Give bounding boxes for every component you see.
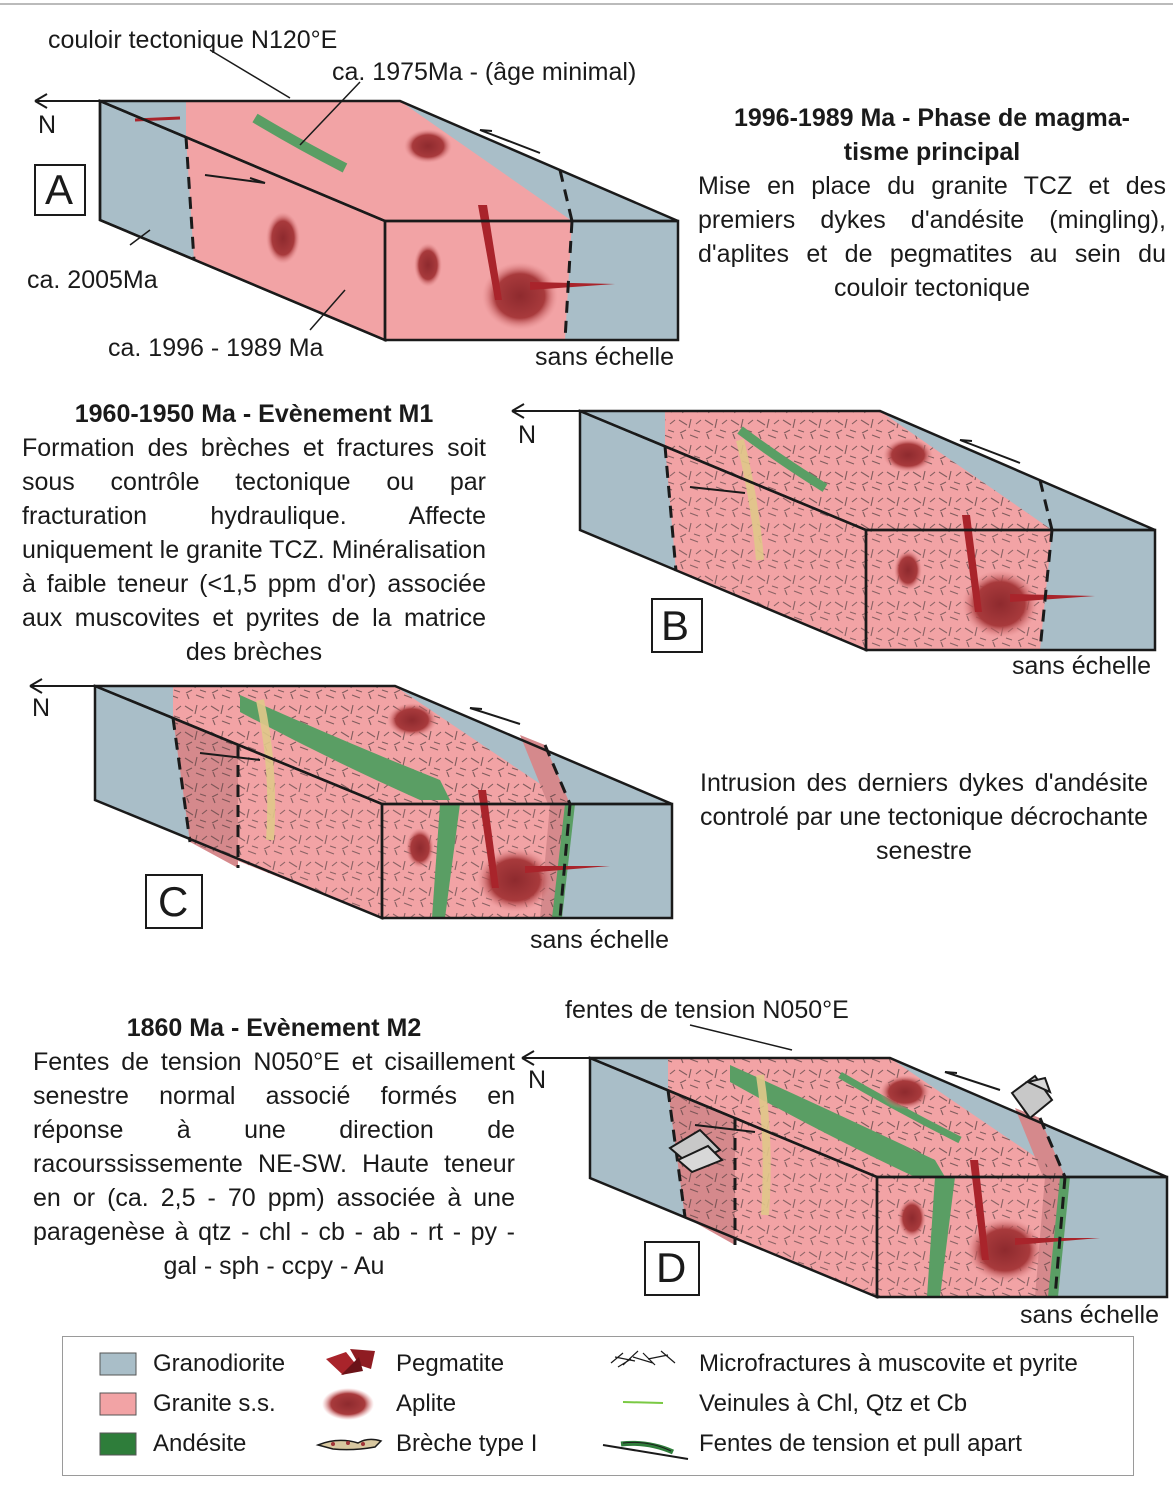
fentes-icon xyxy=(602,1440,689,1460)
microfractures-icon xyxy=(610,1350,676,1368)
north-label-b: N xyxy=(518,421,536,449)
legend-fentes: Fentes de tension et pull apart xyxy=(699,1430,1022,1457)
legend-veinules: Veinules à Chl, Qtz et Cb xyxy=(699,1390,968,1417)
granite-swatch xyxy=(99,1392,137,1416)
phase-d-description: 1860 Ma - Evènement M2 Fentes de tension… xyxy=(33,1011,515,1283)
phase-c-description: Intrusion des derniers dykes d'andésite … xyxy=(700,766,1148,868)
panel-letter-a: A xyxy=(45,166,73,213)
legend-symbols xyxy=(99,1349,689,1460)
north-label-a: N xyxy=(38,111,56,139)
scale-label-c: sans échelle xyxy=(530,926,669,954)
phase-a-description: 1996-1989 Ma - Phase de magma- tisme pri… xyxy=(698,101,1166,305)
legend-breche: Brèche type I xyxy=(396,1430,538,1457)
block-c xyxy=(29,678,674,920)
block-b xyxy=(511,403,1157,652)
panel-letter-c: C xyxy=(158,878,188,925)
phase-a-title-2: tisme principal xyxy=(843,138,1021,166)
pegmatite-icon xyxy=(326,1349,375,1375)
aplite-icon xyxy=(322,1388,374,1420)
phase-b-description: 1960-1950 Ma - Evènement M1 Formation de… xyxy=(22,397,486,669)
block-a xyxy=(34,49,680,342)
legend-microfractures: Microfractures à muscovite et pyrite xyxy=(699,1350,1078,1377)
north-label-c: N xyxy=(32,694,50,722)
block-d xyxy=(521,1024,1169,1299)
phase-d-title: 1860 Ma - Evènement M2 xyxy=(126,1014,422,1042)
panel-letter-d: D xyxy=(656,1244,686,1291)
breche-icon xyxy=(315,1438,383,1451)
legend-granite: Granite s.s. xyxy=(153,1390,276,1417)
phase-a-title-1: 1996-1989 Ma - Phase de magma- xyxy=(733,104,1131,132)
phase-d-text: Fentes de tension N050°E et cisaillement… xyxy=(33,1048,515,1280)
granodiorite-swatch xyxy=(99,1352,137,1376)
andesite-swatch xyxy=(99,1432,137,1456)
age-granite-label: ca. 1996 - 1989 Ma xyxy=(108,334,324,362)
phase-b-text: Formation des brèches et fractures soit … xyxy=(22,434,486,666)
scale-label-d: sans échelle xyxy=(1020,1301,1159,1329)
scale-label-a: sans échelle xyxy=(535,343,674,371)
panel-letter-b: B xyxy=(661,602,689,649)
north-label-d: N xyxy=(528,1066,546,1094)
scale-label-b: sans échelle xyxy=(1012,652,1151,680)
age-min-label: ca. 1975Ma - (âge minimal) xyxy=(332,58,636,86)
tension-annotation: fentes de tension N050°E xyxy=(565,996,849,1024)
veinule-icon xyxy=(622,1401,664,1404)
phase-b-title: 1960-1950 Ma - Evènement M1 xyxy=(74,400,434,428)
corridor-label: couloir tectonique N120°E xyxy=(48,26,337,54)
age-granodiorite-label: ca. 2005Ma xyxy=(27,266,158,294)
legend-granodiorite: Granodiorite xyxy=(153,1350,286,1377)
phase-a-text: Mise en place du granite TCZ et des prem… xyxy=(698,172,1166,302)
legend-andesite: Andésite xyxy=(153,1430,247,1457)
phase-c-text: Intrusion des derniers dykes d'andésite … xyxy=(700,769,1148,865)
legend: Granodiorite Granite s.s. Andésite Pegma… xyxy=(62,1336,1134,1476)
legend-pegmatite: Pegmatite xyxy=(396,1350,505,1377)
legend-aplite: Aplite xyxy=(396,1390,457,1417)
